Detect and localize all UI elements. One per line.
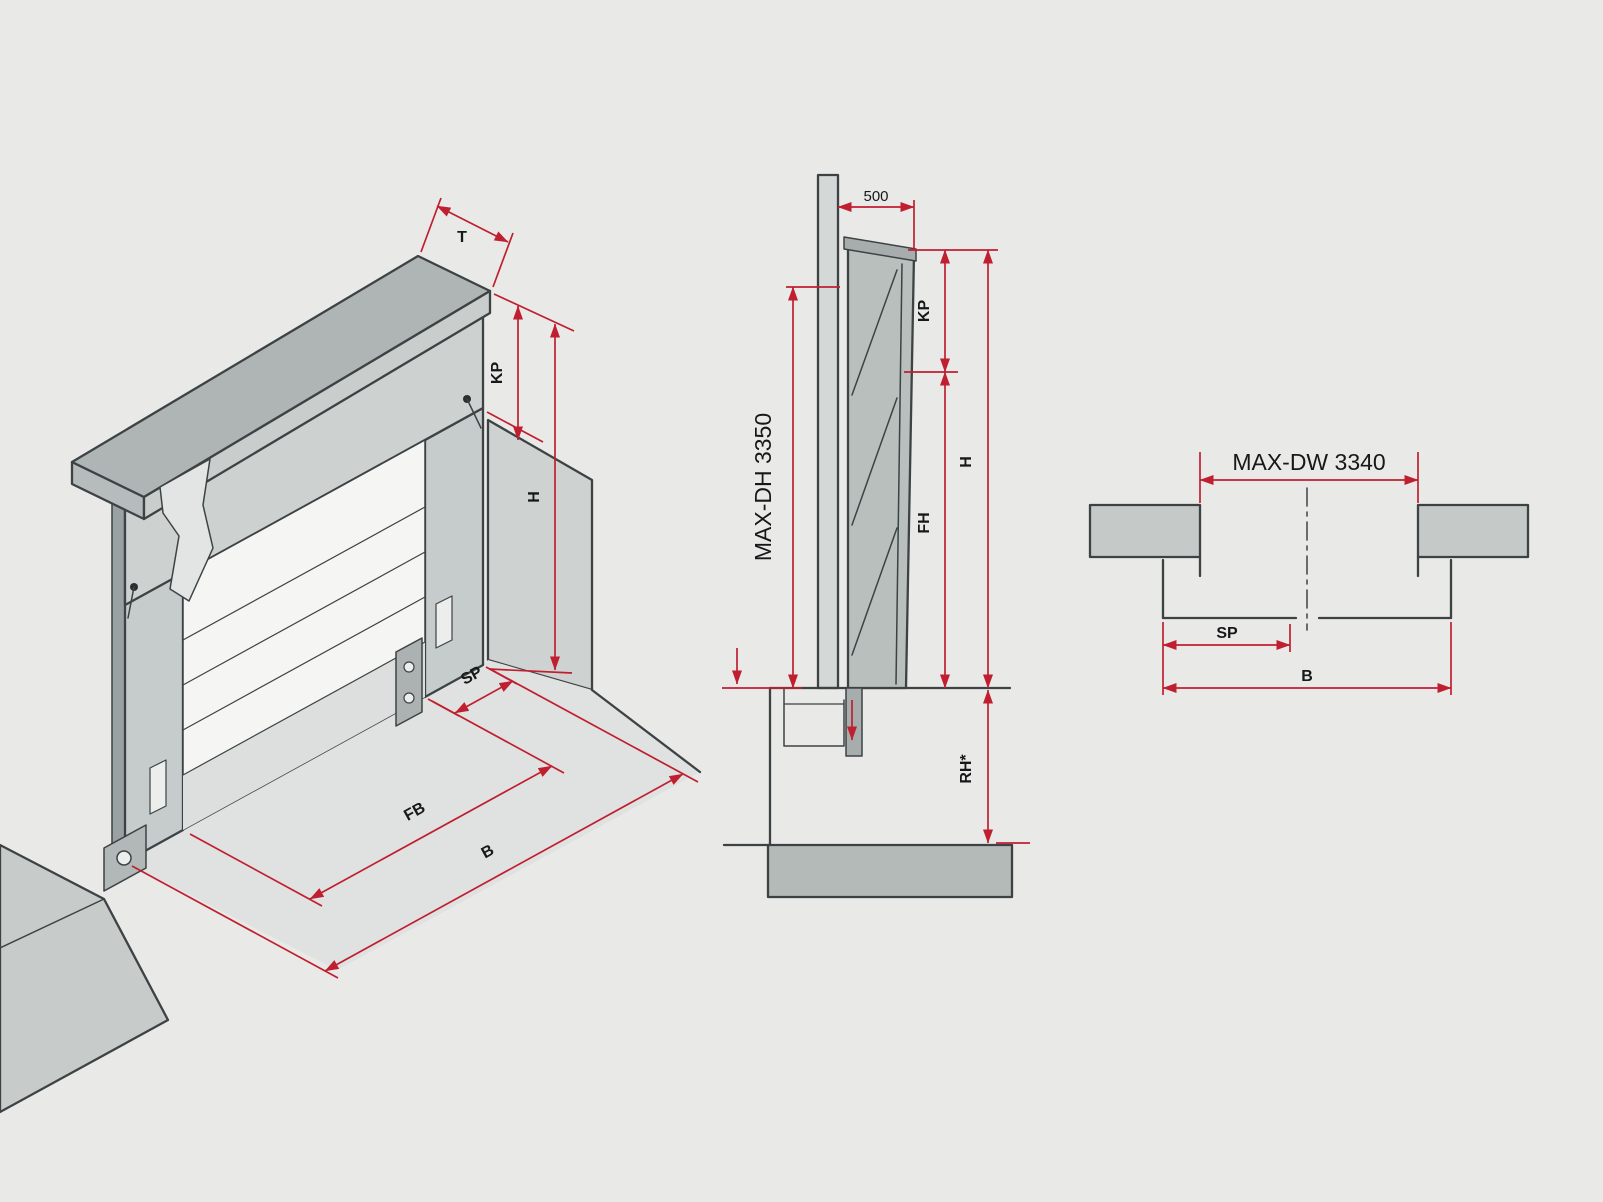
dim-label-sp: SP [1216, 625, 1238, 642]
leveler-pit [783, 687, 845, 747]
ext-line [492, 232, 514, 288]
dim-label-h: H [958, 456, 975, 468]
dimension-h-section: H [958, 249, 993, 689]
dim-label-max-dw: MAX-DW 3340 [1232, 449, 1385, 475]
bracket-bolt [403, 692, 415, 704]
dimension-h-iso: H [488, 323, 573, 674]
driveway [0, 843, 170, 1114]
hinge-strap [466, 398, 482, 429]
ext-line [189, 833, 323, 907]
ground-slab [766, 843, 1014, 899]
dim-label-h: H [526, 491, 543, 503]
section-view: 500 KP FH H MAX-DH 3350 [722, 173, 1030, 899]
panel-arm [851, 397, 898, 526]
plan-view: MAX-DW 3340 SP B [1088, 449, 1530, 695]
panel-bottom-tail [845, 687, 863, 757]
isometric-view: T KP H SP FB [0, 197, 702, 1114]
dimension-500: 500 [837, 188, 915, 250]
dimension-sp-plan: SP [1162, 624, 1291, 652]
dim-label-rh: RH* [958, 754, 975, 784]
dim-label-fh: FH [916, 512, 933, 533]
shelter-panel-section [846, 240, 916, 690]
door-slat-line [182, 551, 426, 686]
post-slot [435, 595, 453, 649]
foot-bolt [116, 850, 132, 866]
ext-line [431, 700, 565, 774]
panel-arm [851, 269, 898, 396]
dimension-max-dw: MAX-DW 3340 [1199, 449, 1419, 503]
panel-top-cap [843, 236, 917, 262]
door-slat-line [182, 641, 426, 776]
dimension-rh: RH* [958, 689, 1030, 844]
dim-label-max-dh: MAX-DH 3350 [750, 413, 776, 561]
dim-line [454, 680, 514, 714]
dimension-max-dh: MAX-DH 3350 [722, 286, 840, 689]
left-wall-plan [1088, 503, 1202, 559]
roof-fascia [142, 289, 492, 521]
dim-label-t: T [457, 229, 467, 246]
dim-label-500: 500 [863, 188, 888, 205]
dimension-b-plan: B [1162, 622, 1452, 695]
dimension-t: T [420, 197, 514, 288]
bracket-bolt [403, 661, 415, 673]
dock-edge-line [590, 688, 702, 774]
panel-front-line [895, 263, 903, 685]
hinge-strap [127, 586, 135, 619]
door-slat-line [182, 596, 426, 731]
driveway-step-line [0, 898, 105, 949]
dimension-b-iso: B [131, 668, 699, 979]
wall-section [816, 173, 840, 690]
ext-line [131, 865, 339, 979]
dim-label-kp: KP [916, 300, 933, 323]
right-wall-plan [1416, 503, 1530, 559]
door-slat-line [182, 506, 426, 641]
dim-line [324, 773, 684, 972]
dim-label-b: B [1301, 668, 1313, 685]
ext-line [493, 293, 575, 332]
dimension-fh: FH [916, 371, 950, 689]
ext-line [488, 668, 573, 674]
mounting-bracket [395, 637, 423, 727]
curtain-flap [159, 458, 214, 602]
panel-arm [851, 527, 898, 656]
left-post-side [111, 492, 126, 863]
ext-line [489, 668, 699, 783]
door-bottom-band [183, 642, 425, 830]
dim-line [436, 205, 509, 243]
dimension-kp-iso: KP [486, 293, 575, 443]
dim-label-kp: KP [489, 362, 506, 385]
post-slot [149, 759, 167, 815]
right-post [423, 406, 485, 699]
